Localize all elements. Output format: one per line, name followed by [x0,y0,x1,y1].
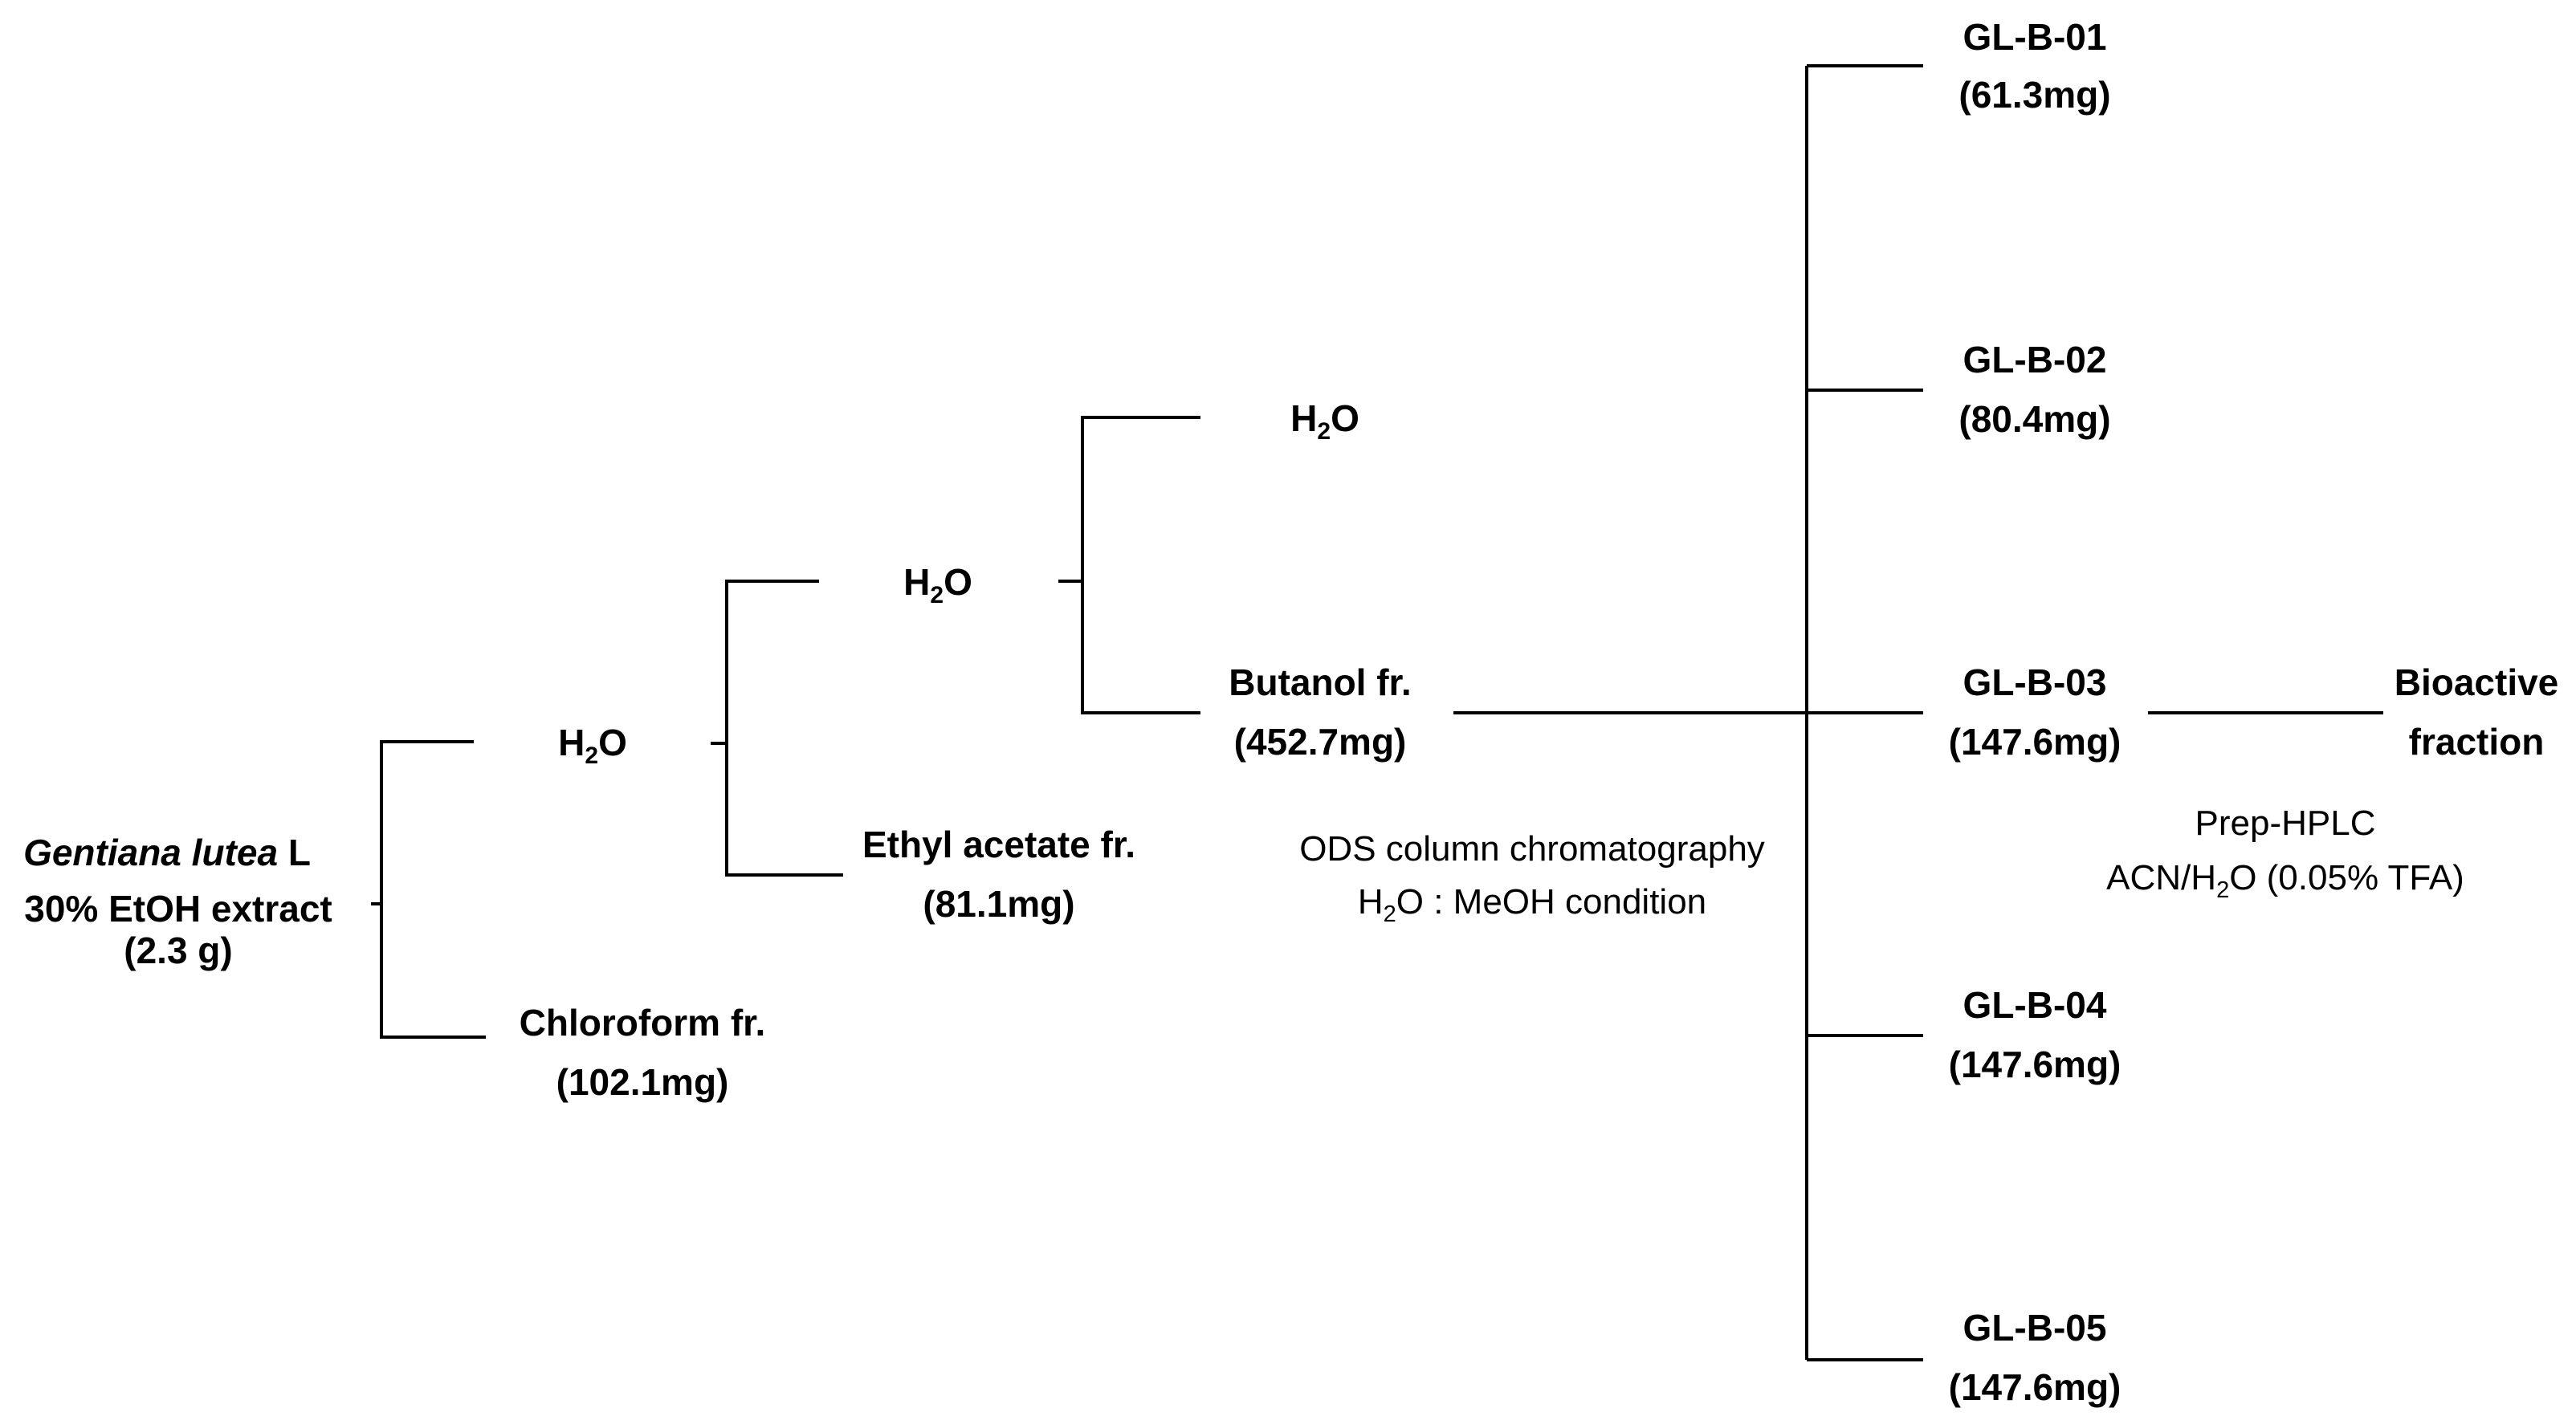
hplc-method-line1: Prep-HPLC [2195,804,2376,843]
bracket-start [371,740,486,1039]
butanol-node: Butanol fr. (452.7mg) [1229,661,1411,763]
fraction-gl-b-04: GL-B-04 (147.6mg) [1949,984,2122,1085]
fraction-name: GL-B-05 [1963,1307,2107,1349]
chloroform-amount: (102.1mg) [556,1061,729,1103]
fraction-name: GL-B-03 [1963,661,2107,703]
ethyl-acetate-amount: (81.1mg) [923,883,1074,925]
fraction-amount: (147.6mg) [1949,1366,2122,1408]
plant-name-suffix: L [288,832,311,873]
water-fraction-1: H2O [558,722,627,769]
start-name: Gentiana lutea L [23,832,311,873]
bioactive-fraction-node: Bioactive fraction [2395,661,2559,763]
fraction-amount: (61.3mg) [1958,74,2110,116]
chloroform-label: Chloroform fr. [520,1002,766,1044]
start-amount: (2.3 g) [124,930,232,971]
butanol-amount: (452.7mg) [1234,721,1407,763]
fraction-gl-b-01: GL-B-01 (61.3mg) [1958,16,2110,116]
fraction-name: GL-B-01 [1963,16,2107,58]
fraction-gl-b-05: GL-B-05 (147.6mg) [1949,1307,2122,1408]
hplc-method-line2: ACN/H2O (0.05% TFA) [2106,858,2464,903]
fraction-amount: (147.6mg) [1949,1044,2122,1085]
chloroform-node: Chloroform fr. (102.1mg) [520,1002,766,1103]
ethyl-acetate-node: Ethyl acetate fr. (81.1mg) [862,824,1135,925]
plant-name: Gentiana lutea [23,832,278,873]
fraction-gl-b-02: GL-B-02 (80.4mg) [1958,339,2110,440]
ods-method-label: ODS column chromatography H2O : MeOH con… [1299,829,1765,927]
fraction-name: GL-B-04 [1963,984,2107,1026]
ods-method-line2: H2O : MeOH condition [1358,882,1706,927]
bioactive-line2: fraction [2409,721,2545,763]
start-extract: 30% EtOH extract [24,888,332,930]
bioactive-line1: Bioactive [2395,661,2559,703]
fraction-amount: (80.4mg) [1958,398,2110,440]
connector-lines [371,64,2383,1361]
water-fraction-2: H2O [903,561,972,608]
bracket-level2 [711,580,843,877]
fraction-gl-b-03: GL-B-03 (147.6mg) [1949,661,2122,763]
butanol-label: Butanol fr. [1229,661,1411,703]
ethyl-acetate-label: Ethyl acetate fr. [862,824,1135,865]
hplc-method-label: Prep-HPLC ACN/H2O (0.05% TFA) [2106,804,2464,903]
start-node: Gentiana lutea L 30% EtOH extract (2.3 g… [23,832,332,971]
water-fraction-3: H2O [1290,397,1359,445]
ods-method-line1: ODS column chromatography [1299,829,1765,869]
ods-fanout [1805,64,1923,1361]
fraction-amount: (147.6mg) [1949,721,2122,763]
bracket-level3 [1058,416,1200,714]
fraction-name: GL-B-02 [1963,339,2107,380]
